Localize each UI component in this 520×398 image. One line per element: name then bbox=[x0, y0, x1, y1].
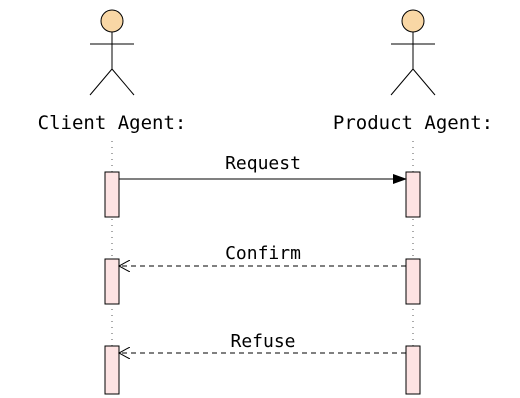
actor-product: Product Agent: bbox=[333, 9, 493, 134]
actor-client: Client Agent: bbox=[38, 9, 187, 134]
activation-client-3 bbox=[104, 345, 120, 395]
actor-product-leg-right bbox=[412, 68, 436, 96]
activation-product-3 bbox=[405, 345, 421, 395]
actor-client-head bbox=[100, 9, 124, 33]
actor-client-label: Client Agent: bbox=[38, 112, 187, 134]
actor-client-leg-left bbox=[89, 68, 113, 96]
activation-client-1 bbox=[104, 171, 120, 218]
message-request-label: Request bbox=[225, 153, 301, 174]
message-request: Request bbox=[104, 153, 421, 218]
actor-product-leg-left bbox=[390, 68, 414, 96]
actor-client-leg-right bbox=[111, 68, 135, 96]
actor-product-head bbox=[401, 9, 425, 33]
message-confirm-label: Confirm bbox=[225, 243, 301, 264]
activation-client-2 bbox=[104, 258, 120, 305]
activation-product-2 bbox=[405, 258, 421, 305]
message-confirm: Confirm bbox=[104, 243, 421, 305]
actor-product-label: Product Agent: bbox=[333, 112, 493, 134]
message-refuse-label: Refuse bbox=[230, 331, 295, 352]
activation-product-1 bbox=[405, 171, 421, 218]
message-refuse: Refuse bbox=[104, 331, 421, 395]
